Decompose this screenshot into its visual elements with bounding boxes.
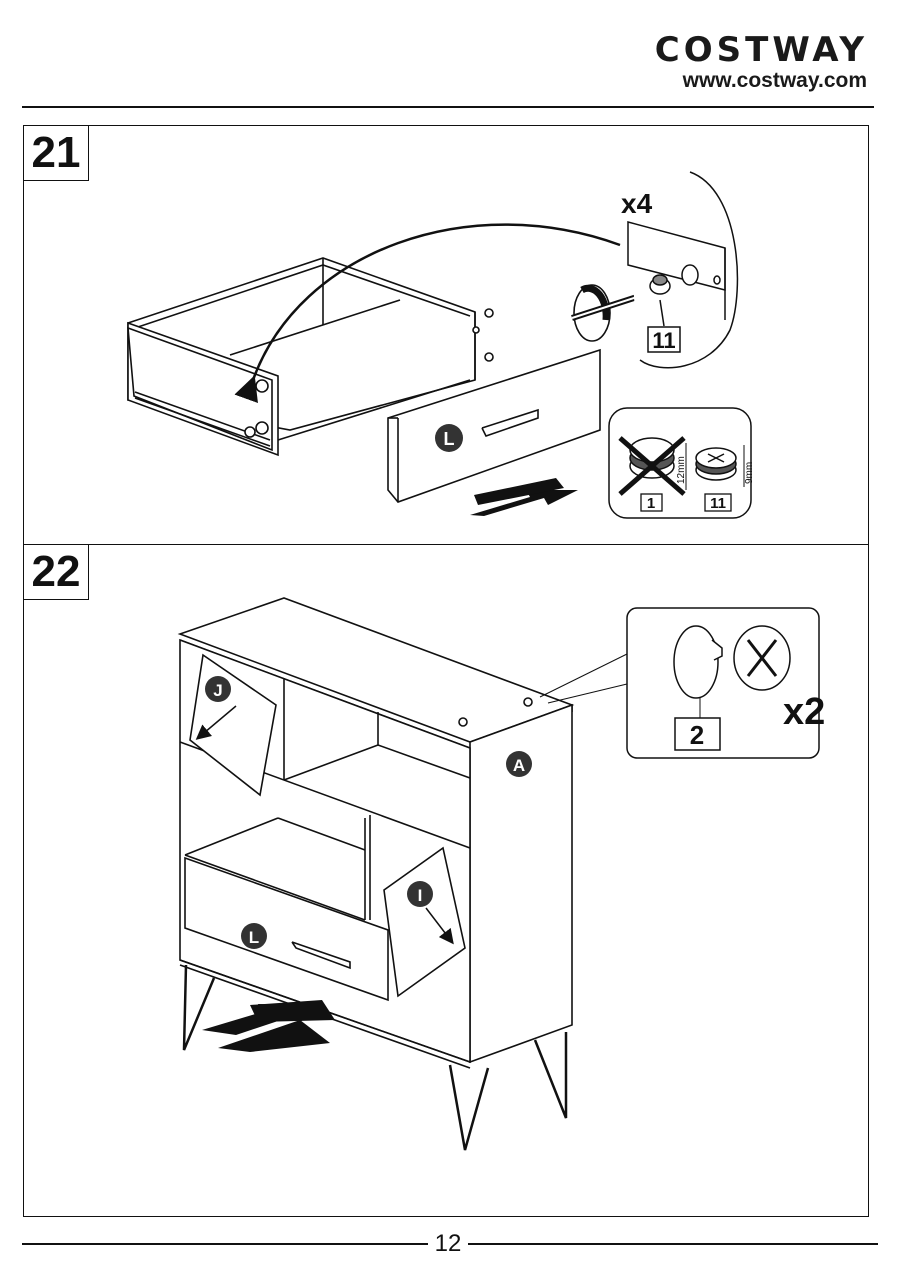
- step-21-drawer-label: L: [444, 429, 455, 449]
- cabinet-push-arrow-icon: [202, 1000, 335, 1052]
- step-22-quantity: x2: [783, 691, 825, 733]
- footer-divider-left: [22, 1243, 428, 1245]
- label-a-badge: A: [513, 756, 525, 775]
- footer-divider-right: [468, 1243, 878, 1245]
- label-i-badge: I: [418, 886, 423, 905]
- right-part-label: 11: [710, 495, 726, 512]
- step-21-quantity: x4: [621, 188, 653, 219]
- cabinet-drawing: [180, 598, 572, 1150]
- label-l-badge: L: [249, 928, 259, 947]
- step-22-part-label: 2: [690, 720, 704, 750]
- page-number: 12: [428, 1230, 468, 1258]
- wrong-part-label: 1: [647, 495, 655, 512]
- step-21-part-label: 11: [652, 328, 675, 353]
- label-j-badge: J: [213, 681, 222, 700]
- part-comparison-box: 12mm 9mm 1 11: [609, 408, 755, 518]
- right-part-size: 9mm: [744, 462, 755, 484]
- cover-cap-detail-box: [540, 608, 819, 758]
- rotate-cam-icon: [572, 285, 640, 341]
- drawer-box-drawing: [128, 258, 600, 502]
- wrong-part-size: 12mm: [676, 456, 687, 484]
